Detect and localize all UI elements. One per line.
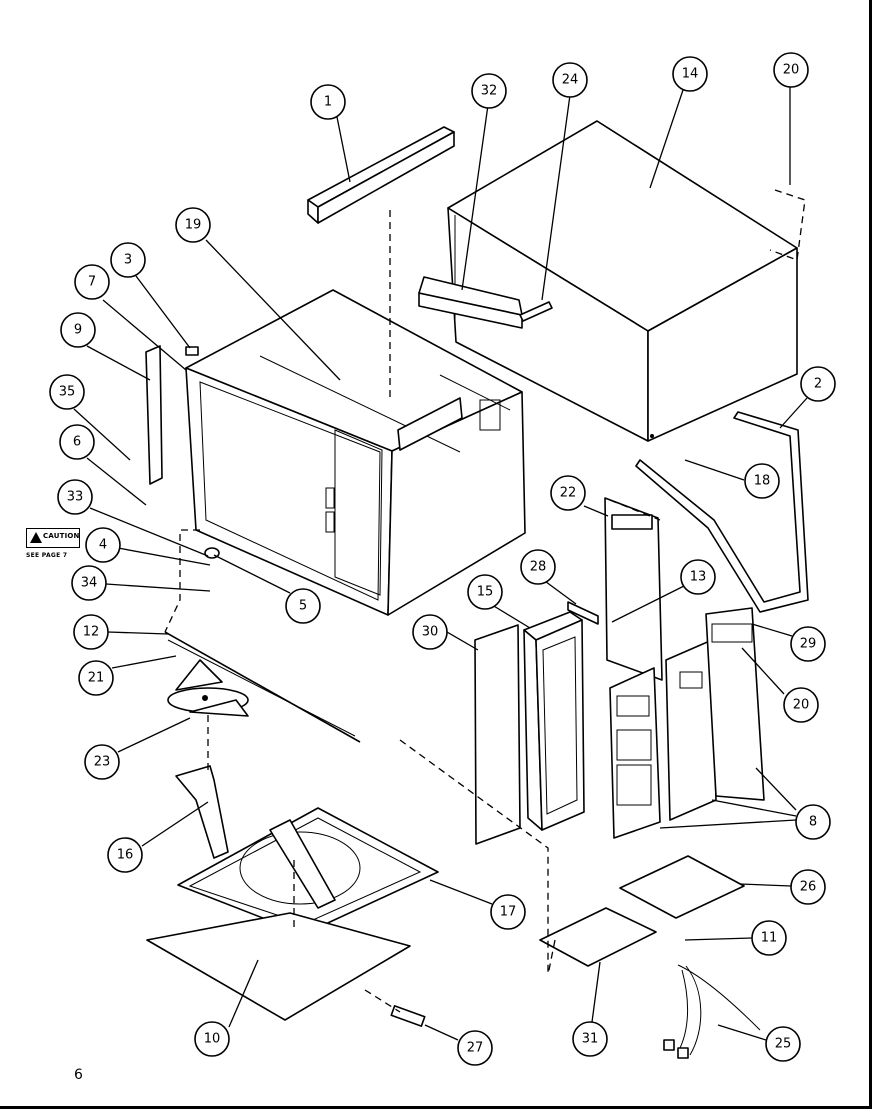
- callout-28: 28: [520, 549, 556, 585]
- svg-text:2: 2: [814, 377, 822, 392]
- svg-text:26: 26: [800, 880, 817, 895]
- svg-text:4: 4: [99, 538, 107, 553]
- callout-23: 23: [84, 744, 120, 780]
- callout-30: 30: [412, 614, 448, 650]
- callout-14: 14: [672, 56, 708, 92]
- callout-19: 19: [175, 207, 211, 243]
- caution-reference: SEE PAGE 7: [26, 552, 68, 559]
- svg-text:15: 15: [477, 585, 494, 600]
- svg-text:12: 12: [83, 625, 100, 640]
- svg-text:18: 18: [754, 474, 771, 489]
- callout-16: 16: [107, 837, 143, 873]
- svg-text:22: 22: [560, 486, 577, 501]
- callout-2: 2: [800, 366, 836, 402]
- svg-text:17: 17: [500, 905, 517, 920]
- callout-9: 9: [60, 312, 96, 348]
- svg-text:24: 24: [562, 73, 579, 88]
- callout-25: 25: [765, 1026, 801, 1062]
- side-bracket-part: [145, 345, 163, 485]
- svg-text:10: 10: [204, 1032, 221, 1047]
- svg-text:21: 21: [88, 671, 105, 686]
- caution-title: CAUTION: [43, 532, 80, 540]
- callout-6: 6: [59, 424, 95, 460]
- callout-8: 8: [795, 804, 831, 840]
- door-seal-part: [635, 411, 809, 613]
- callout-11: 11: [751, 920, 787, 956]
- svg-text:3: 3: [124, 253, 132, 268]
- callout-24: 24: [552, 62, 588, 98]
- svg-text:19: 19: [185, 218, 202, 233]
- lower-tray-parts: [539, 855, 745, 967]
- assembly-guide-lines: [164, 189, 806, 1013]
- fan-blade-part: [167, 659, 249, 717]
- callout-31: 31: [572, 1021, 608, 1057]
- control-board-part: [604, 497, 663, 681]
- svg-text:23: 23: [94, 755, 111, 770]
- svg-text:14: 14: [682, 67, 699, 82]
- top-bar-part: [307, 126, 455, 224]
- callout-15: 15: [467, 574, 503, 610]
- callout-18: 18: [744, 463, 780, 499]
- callout-12: 12: [73, 614, 109, 650]
- svg-text:20: 20: [783, 63, 800, 78]
- svg-text:27: 27: [467, 1041, 484, 1056]
- callout-3: 3: [110, 242, 146, 278]
- base-plate-part: [146, 912, 411, 1021]
- callout-34: 34: [71, 565, 107, 601]
- callout-21: 21: [78, 660, 114, 696]
- callout-26: 26: [790, 869, 826, 905]
- callout-20-top: 20: [773, 52, 809, 88]
- svg-text:30: 30: [422, 625, 439, 640]
- svg-text:9: 9: [74, 323, 82, 338]
- callout-35: 35: [49, 374, 85, 410]
- svg-text:20: 20: [793, 698, 810, 713]
- page-number: 6: [74, 1067, 83, 1083]
- clip-part: [519, 301, 553, 322]
- svg-text:6: 6: [73, 435, 81, 450]
- svg-text:32: 32: [481, 84, 498, 99]
- callout-33: 33: [57, 479, 93, 515]
- motor-bracket-part: [175, 765, 229, 859]
- angle-bracket-part: [418, 276, 523, 329]
- callout-27: 27: [457, 1030, 493, 1066]
- callout-20-right: 20: [783, 687, 819, 723]
- svg-text:1: 1: [324, 95, 332, 110]
- callout-29: 29: [790, 626, 826, 662]
- svg-text:33: 33: [67, 490, 84, 505]
- callout-10: 10: [194, 1021, 230, 1057]
- small-block-part: [185, 346, 199, 356]
- callout-32: 32: [471, 73, 507, 109]
- svg-text:29: 29: [800, 637, 817, 652]
- oven-cavity-chassis: [185, 289, 526, 616]
- svg-text:16: 16: [117, 848, 134, 863]
- callout-4: 4: [85, 527, 121, 563]
- svg-text:8: 8: [809, 815, 817, 830]
- callout-5: 5: [285, 588, 321, 624]
- long-rod-part: [164, 631, 361, 743]
- leader-lines: [73, 87, 808, 1041]
- svg-text:35: 35: [59, 385, 76, 400]
- callout-7: 7: [74, 264, 110, 300]
- callout-17: 17: [490, 894, 526, 930]
- svg-text:31: 31: [582, 1032, 599, 1047]
- svg-text:5: 5: [299, 599, 307, 614]
- callout-13: 13: [680, 559, 716, 595]
- outer-cabinet-wrapper: [447, 120, 798, 442]
- callout-22: 22: [550, 475, 586, 511]
- latch-clip-part: [567, 601, 599, 625]
- svg-text:13: 13: [690, 570, 707, 585]
- callout-1: 1: [310, 84, 346, 120]
- svg-text:34: 34: [81, 576, 98, 591]
- fuse-part: [390, 1005, 426, 1027]
- door-frame-part: [523, 611, 585, 831]
- wire-harness-part: [663, 964, 761, 1059]
- svg-text:11: 11: [761, 931, 778, 946]
- svg-text:25: 25: [775, 1037, 792, 1052]
- svg-text:28: 28: [530, 560, 547, 575]
- warning-triangle-icon: [30, 532, 42, 543]
- svg-text:7: 7: [88, 275, 96, 290]
- caution-label: CAUTION: [26, 528, 80, 548]
